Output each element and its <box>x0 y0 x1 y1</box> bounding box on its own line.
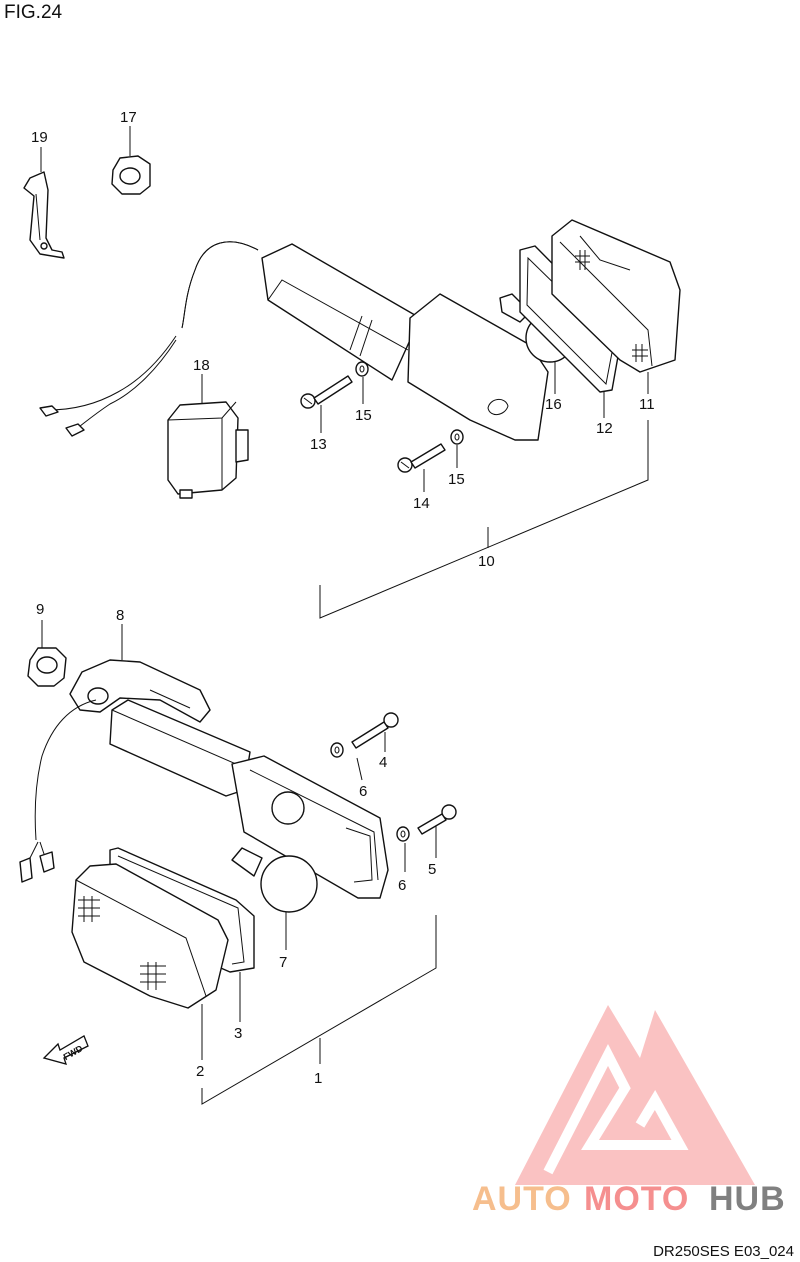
part-11-lens <box>551 219 681 373</box>
callout-12: 12 <box>596 420 613 437</box>
logo-triangle <box>515 1005 755 1185</box>
callout-19: 19 <box>31 129 48 146</box>
callout-6a: 6 <box>359 783 367 800</box>
figure-title: FIG.24 <box>4 2 63 23</box>
callout-5: 5 <box>428 861 436 878</box>
part-8-bracket <box>69 659 211 723</box>
logo-text-hub: HUB <box>709 1180 786 1218</box>
figure-code: DR250SES E03_024 <box>653 1243 794 1260</box>
watermark-logo: AUTO MOTO HUB <box>472 1005 786 1218</box>
callout-4: 4 <box>379 754 387 771</box>
part-9-cushion <box>27 647 67 687</box>
callout-1: 1 <box>314 1070 322 1087</box>
callout-11: 11 <box>639 396 655 413</box>
part-10-signal-body <box>39 241 575 441</box>
callout-13: 13 <box>310 436 327 453</box>
part-1-signal-body <box>19 699 389 913</box>
part-19-clamp <box>23 171 65 259</box>
bracket-1 <box>201 915 437 1105</box>
callout-16: 16 <box>545 396 562 413</box>
part-5-screw <box>417 804 457 835</box>
callout-14: 14 <box>413 495 430 512</box>
bracket-10 <box>319 420 649 619</box>
callout-6b: 6 <box>398 877 406 894</box>
callout-10: 10 <box>478 553 495 570</box>
part-4-screw <box>351 712 399 749</box>
part-2-lens <box>71 863 229 1009</box>
callout-3: 3 <box>234 1025 242 1042</box>
callout-15a: 15 <box>355 407 372 424</box>
callout-8: 8 <box>116 607 124 624</box>
callout-7: 7 <box>279 954 287 971</box>
callout-9: 9 <box>36 601 44 618</box>
part-15-washer-b <box>450 429 464 445</box>
callout-18: 18 <box>193 357 210 374</box>
part-6-washer-b <box>396 826 410 842</box>
part-15-washer-a <box>355 361 369 377</box>
logo-text-auto: AUTO <box>472 1180 572 1218</box>
fwd-arrow-icon: FWD <box>42 1035 89 1065</box>
callout-2: 2 <box>196 1063 204 1080</box>
logo-text-moto: MOTO <box>584 1180 689 1218</box>
part-14-screw <box>397 443 446 473</box>
part-17-cushion <box>111 155 151 195</box>
callout-15b: 15 <box>448 471 465 488</box>
part-13-screw <box>300 375 353 409</box>
callout-17: 17 <box>120 109 137 126</box>
part-6-washer-a <box>330 742 344 758</box>
part-18-relay <box>167 401 249 499</box>
